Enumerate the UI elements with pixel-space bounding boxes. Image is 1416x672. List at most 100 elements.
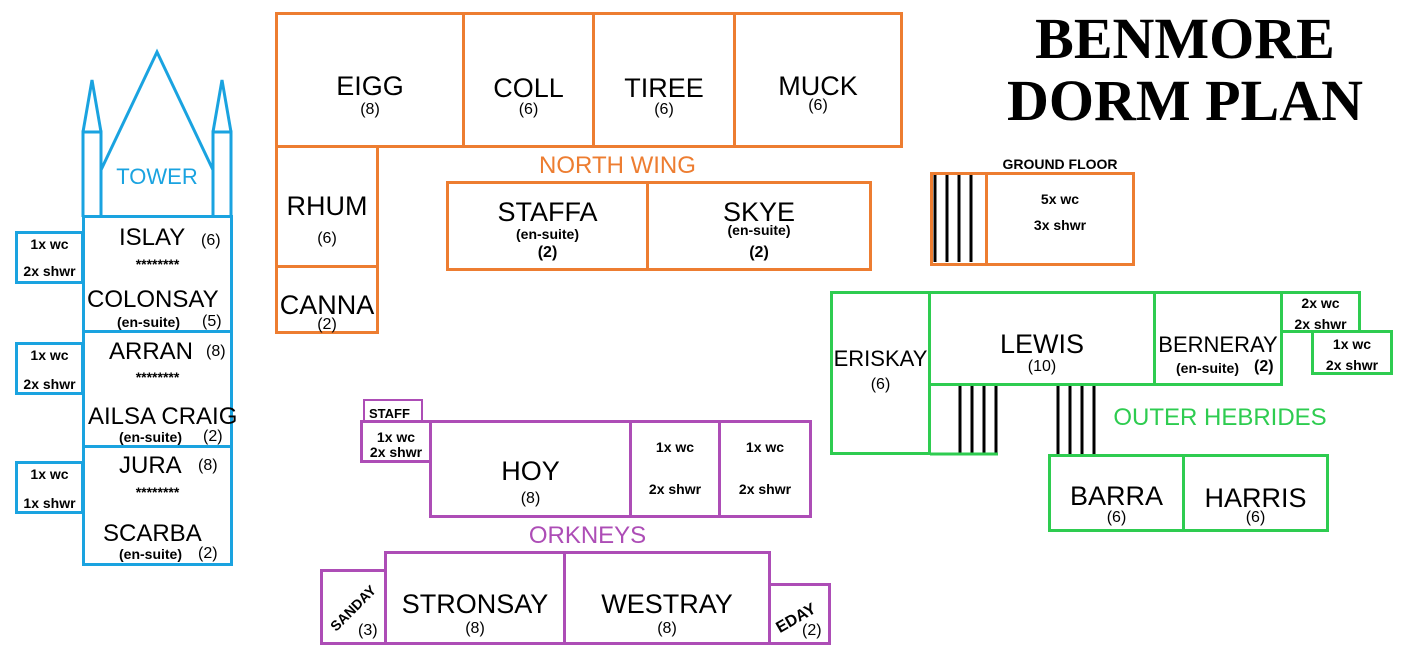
stars-divider: ********	[135, 369, 180, 385]
bathroom-wc: 1x wc	[655, 439, 695, 455]
outer-hebrides-bathroom-2: 1x wc 2x shwr	[1311, 330, 1393, 375]
room-beds: (2)	[802, 622, 822, 639]
room-name-scarba: SCARBA	[103, 520, 202, 547]
room-note: (en-suite)	[516, 226, 579, 242]
room-name: WESTRAY	[601, 589, 733, 619]
room-name: CANNA	[279, 290, 375, 320]
ground-floor-bathroom: 5x wc 3x shwr	[985, 172, 1135, 266]
room-name: MUCK	[778, 71, 858, 101]
room-name: EIGG	[336, 71, 404, 101]
room-beds-colonsay: (5)	[202, 313, 222, 330]
room-beds: (6)	[808, 97, 828, 114]
room-name: ERISKAY	[833, 346, 928, 371]
bathroom-shwr: 3x shwr	[1033, 217, 1087, 233]
title-line-1: BENMORE	[1035, 6, 1335, 71]
room-beds-arran: (8)	[206, 343, 226, 360]
room-beds: (8)	[520, 490, 541, 507]
room-berneray: BERNERAY (en-suite) (2)	[1153, 291, 1283, 386]
bathroom-wc: 2x wc	[1301, 295, 1340, 311]
room-beds-ailsa: (2)	[203, 428, 223, 445]
bathroom-wc: 5x wc	[1040, 191, 1080, 207]
stars-divider: ********	[135, 256, 180, 272]
orkneys-label: ORKNEYS	[528, 522, 647, 549]
tower-bathroom-1: 1x wc 2x shwr	[15, 231, 84, 284]
tower-spires	[81, 48, 233, 217]
bathroom-wc: 1x wc	[376, 429, 416, 445]
room-barra: BARRA (6)	[1048, 454, 1185, 532]
bathroom-wc: 1x wc	[745, 439, 785, 455]
ground-floor-stairwell	[930, 172, 989, 266]
bathroom-wc: 1x wc	[1332, 336, 1372, 352]
orkneys-bathroom-2: 1x wc 2x shwr	[718, 420, 812, 518]
room-name: STRONSAY	[401, 589, 549, 619]
room-rhum: RHUM (6)	[275, 145, 379, 268]
room-staff: STAFF	[363, 399, 423, 423]
bathroom-shwr: 2x shwr	[1325, 357, 1379, 373]
room-note: (en-suite)	[1176, 360, 1239, 376]
tower-bathroom-3: 1x wc 1x shwr	[15, 461, 84, 514]
room-note-scarba: (en-suite)	[119, 546, 182, 562]
bathroom-wc: 1x wc	[30, 347, 69, 363]
room-name: HOY	[501, 456, 560, 486]
tower-bathroom-2: 1x wc 2x shwr	[15, 342, 84, 395]
room-name: SKYE	[722, 197, 796, 227]
room-beds: (2)	[749, 244, 769, 261]
room-name: BERNERAY	[1158, 332, 1278, 357]
room-sanday: SANDAY (3)	[320, 569, 387, 645]
room-beds-scarba: (2)	[198, 545, 218, 562]
bathroom-shwr: 2x shwr	[738, 481, 792, 497]
room-jura-scarba: JURA (8) ******** SCARBA (en-suite) (2)	[82, 445, 233, 566]
room-beds: (2)	[1254, 358, 1274, 375]
room-name: STAFF	[369, 406, 410, 421]
orkneys-bathroom-1: 1x wc 2x shwr	[629, 420, 721, 518]
staff-bathroom: 1x wc 2x shwr	[360, 420, 432, 463]
bathroom-shwr: 2x shwr	[369, 444, 423, 460]
room-beds-jura: (8)	[198, 457, 218, 474]
bathroom-shwr: 1x shwr	[23, 495, 76, 511]
room-beds: (6)	[870, 376, 891, 393]
bathroom-shwr: 2x shwr	[648, 481, 702, 497]
room-hoy: HOY (8)	[429, 420, 632, 518]
room-eigg: EIGG (8)	[275, 12, 465, 148]
room-beds: (6)	[317, 230, 337, 247]
bathroom-shwr: 2x shwr	[23, 376, 76, 392]
room-beds: (6)	[1245, 509, 1266, 526]
outer-hebrides-label: OUTER HEBRIDES	[1113, 404, 1327, 431]
room-beds: (2)	[537, 244, 558, 261]
room-westray: WESTRAY (8)	[563, 551, 771, 645]
bathroom-wc: 1x wc	[30, 236, 69, 252]
room-name: LEWIS	[999, 329, 1085, 359]
room-coll: COLL (6)	[462, 12, 595, 148]
room-tiree: TIREE (6)	[592, 12, 736, 148]
room-name: HARRIS	[1204, 483, 1307, 513]
room-name: RHUM	[286, 191, 368, 221]
room-beds: (3)	[358, 622, 378, 639]
room-beds: (6)	[654, 101, 674, 118]
room-eriskay: ERISKAY (6)	[830, 291, 931, 455]
room-canna: CANNA (2)	[275, 265, 379, 334]
room-beds-islay: (6)	[201, 232, 221, 249]
bathroom-shwr: 2x shwr	[1294, 316, 1347, 332]
ground-floor-label: GROUND FLOOR	[1002, 156, 1118, 172]
room-note-colonsay: (en-suite)	[117, 314, 180, 330]
room-beds: (8)	[360, 101, 380, 118]
room-beds: (6)	[1106, 509, 1127, 526]
room-name-ailsa: AILSA CRAIG	[88, 403, 238, 430]
stars-divider: ********	[135, 484, 180, 500]
room-name: STAFFA	[497, 197, 598, 227]
title-line-2: DORM PLAN	[1006, 68, 1363, 133]
outer-hebrides-stairs	[958, 386, 1096, 454]
room-beds: (8)	[465, 620, 485, 637]
bathroom-shwr: 2x shwr	[23, 263, 76, 279]
room-arran-ailsa: ARRAN (8) ******** AILSA CRAIG (en-suite…	[82, 330, 237, 448]
room-name: COLL	[493, 73, 564, 103]
room-name-jura: JURA	[119, 452, 182, 479]
room-lewis: LEWIS (10)	[928, 291, 1156, 386]
room-name-islay: ISLAY	[119, 224, 186, 251]
room-eday: EDAY (2)	[768, 583, 831, 645]
room-harris: HARRIS (6)	[1182, 454, 1329, 532]
room-name-colonsay: COLONSAY	[87, 286, 219, 313]
ground-floor-stairs	[933, 175, 973, 262]
room-note-ailsa: (en-suite)	[119, 429, 182, 445]
